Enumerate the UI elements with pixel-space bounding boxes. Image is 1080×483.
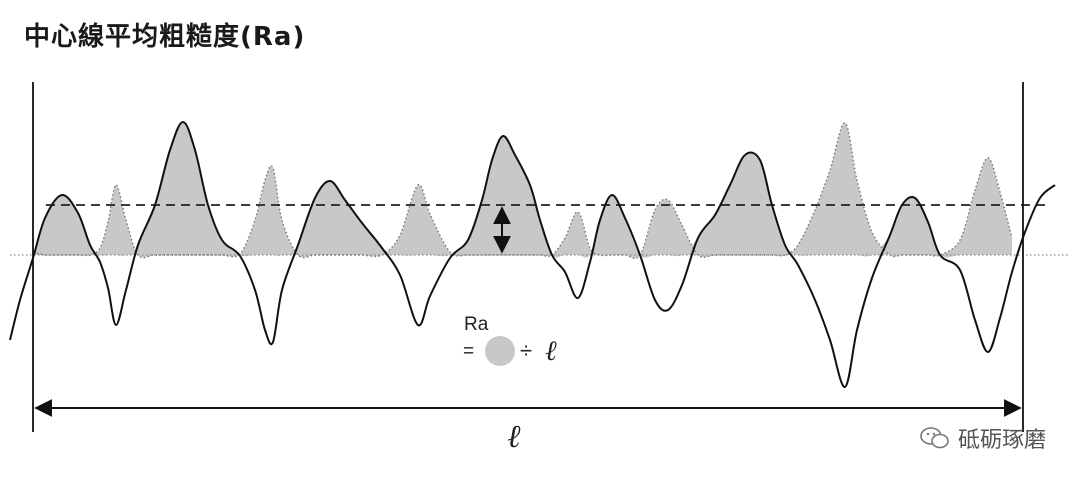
- watermark: 砥砺琢磨: [920, 422, 1046, 454]
- roughness-profile-curve: [9, 120, 1056, 389]
- shaded-area: [33, 122, 1012, 259]
- shaded-area-symbol: [485, 336, 515, 366]
- chat-bubbles-icon: [920, 427, 949, 449]
- formula-length-symbol: ℓ: [545, 334, 557, 367]
- length-label: ℓ: [507, 417, 521, 455]
- formula-equals: =: [463, 341, 474, 362]
- formula-divide: ÷: [520, 338, 532, 363]
- formula-ra-label: Ra: [464, 314, 489, 335]
- diagram-title: 中心線平均粗糙度(Ra): [24, 22, 306, 52]
- watermark-text: 砥砺琢磨: [957, 428, 1046, 453]
